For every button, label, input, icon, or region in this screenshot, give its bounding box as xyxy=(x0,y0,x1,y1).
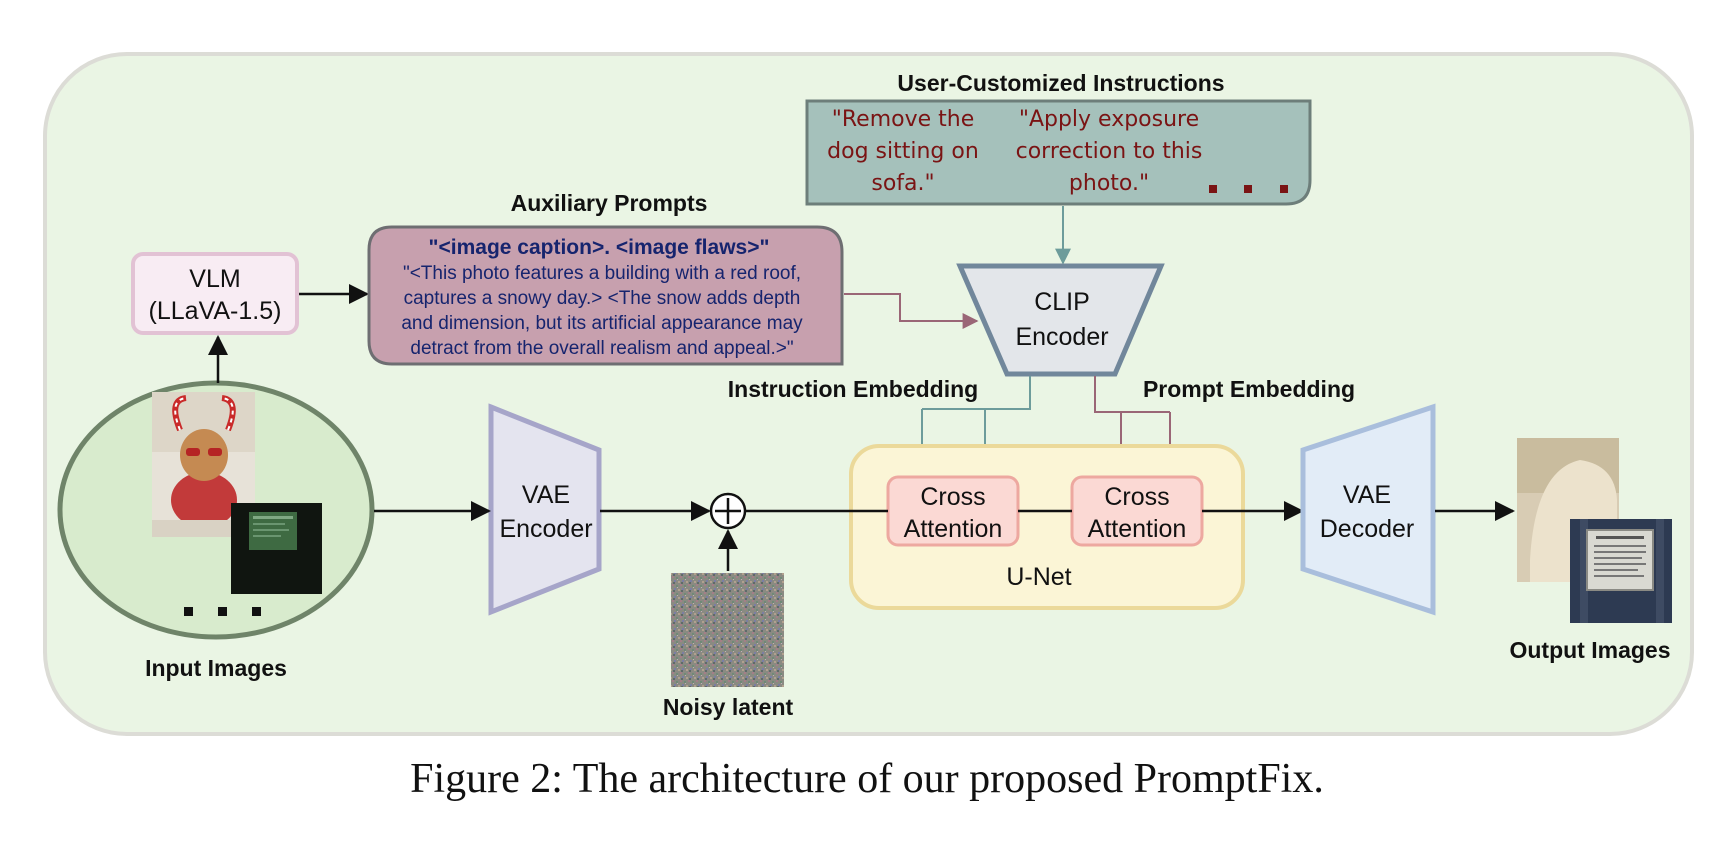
add-operator xyxy=(709,492,747,530)
cross-attention-2-label-1: Cross xyxy=(1104,483,1169,511)
user-instructions-block: User-Customized Instructions "Remove the… xyxy=(805,70,1312,206)
vlm-label: VLM xyxy=(189,265,240,293)
diagram-panel xyxy=(43,52,1694,736)
vae-decoder-label-1: VAE xyxy=(1343,481,1391,509)
clip-label: CLIP xyxy=(1034,288,1090,316)
vlm-model-label: (LLaVA-1.5) xyxy=(149,297,282,325)
vae-encoder-label-1: VAE xyxy=(522,481,570,509)
unet-block: U-Net Cross Attention Cross Attention xyxy=(849,444,1245,610)
instruction-1-line-3: sofa." xyxy=(871,171,934,196)
clip-encoder-shape xyxy=(956,263,1165,377)
user-instructions-box xyxy=(805,99,1312,206)
instruction-1-line-2: dog sitting on xyxy=(827,139,979,164)
prompt-embedding-label: Prompt Embedding xyxy=(1143,376,1355,402)
output-sign-photo xyxy=(1570,519,1672,623)
input-sign-photo xyxy=(231,503,322,594)
noisy-latent-label: Noisy latent xyxy=(663,694,794,720)
input-dog-photo xyxy=(152,392,255,537)
instructions-more-ellipsis xyxy=(1209,185,1288,193)
vae-encoder-block: VAE Encoder xyxy=(488,403,602,616)
figure-caption: Figure 2: The architecture of our propos… xyxy=(410,756,1324,802)
vae-encoder-label-2: Encoder xyxy=(499,515,592,543)
input-images-label: Input Images xyxy=(145,655,287,681)
auxiliary-prompts-title: Auxiliary Prompts xyxy=(511,190,708,216)
instruction-2-line-2: correction to this xyxy=(1016,139,1203,164)
noisy-latent-image xyxy=(671,573,784,687)
user-instructions-title: User-Customized Instructions xyxy=(897,70,1224,96)
aux-caption-line-3: and dimension, but its artificial appear… xyxy=(401,313,803,334)
aux-to-clip-arrow xyxy=(844,293,979,329)
instruction-2-line-3: photo." xyxy=(1069,171,1149,196)
vlm-block: VLM (LLaVA-1.5) xyxy=(131,252,299,335)
input-more-ellipsis xyxy=(184,607,261,616)
aux-caption-line-2: captures a snowy day.> <The snow adds de… xyxy=(404,288,801,309)
vae-decoder-label-2: Decoder xyxy=(1320,515,1415,543)
aux-caption-line-4: detract from the overall realism and app… xyxy=(410,338,793,359)
cross-attention-1-label-2: Attention xyxy=(904,515,1003,543)
output-images-label: Output Images xyxy=(1509,637,1670,663)
output-images-group: Output Images xyxy=(1509,438,1672,663)
vlm-box xyxy=(131,252,299,335)
aux-template-header: "<image caption>. <image flaws>" xyxy=(429,236,770,259)
instruction-embedding-label: Instruction Embedding xyxy=(728,376,978,402)
cross-attention-1-label-1: Cross xyxy=(920,483,985,511)
instruction-2-line-1: "Apply exposure xyxy=(1019,107,1199,132)
cross-attention-2-label-2: Attention xyxy=(1088,515,1187,543)
unet-label: U-Net xyxy=(1006,563,1071,591)
clip-encoder-block: CLIP Encoder xyxy=(956,263,1165,377)
auxiliary-prompts-box xyxy=(367,225,844,366)
vae-decoder-block: VAE Decoder xyxy=(1300,403,1436,616)
auxiliary-prompts-block: Auxiliary Prompts "<image caption>. <ima… xyxy=(367,190,844,366)
input-images-group: Input Images xyxy=(57,380,375,681)
clip-encoder-label: Encoder xyxy=(1015,323,1108,351)
vae-encoder-shape xyxy=(488,403,602,616)
vae-decoder-shape xyxy=(1300,403,1436,616)
instruction-1-line-1: "Remove the xyxy=(832,107,975,132)
aux-caption-line-1: "<This photo features a building with a … xyxy=(403,263,801,284)
